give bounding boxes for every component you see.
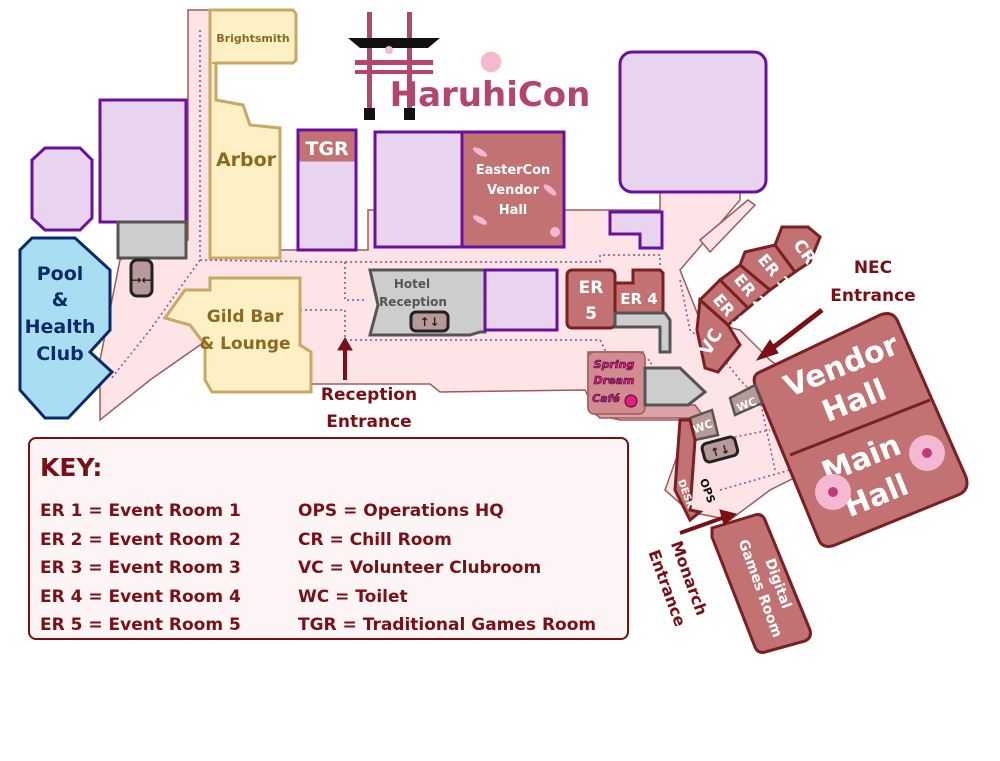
key-column-event-rooms: ER 1 = Event Room 1 ER 2 = Event Room 2 … [40,497,241,640]
lift-icon [409,310,450,333]
walkway-7 [719,429,771,441]
eastercon-label-3: Hall [499,203,528,218]
key-entry: ER 4 = Event Room 4 [40,586,241,607]
key-entry: ER 5 = Event Room 5 [40,615,241,635]
service-area-grey [116,220,188,260]
pool-label-4: Club [36,343,84,365]
key-entry: WC = Toilet [298,586,408,607]
room-brightsmith-arbor [208,8,298,260]
lift-icon [700,435,740,464]
key-entry: CR = Chill Room [298,529,452,550]
map-key: KEY: ER 1 = Event Room 1 ER 2 = Event Ro… [28,437,629,640]
key-entry: ER 1 = Event Room 1 [40,501,241,521]
wc-south-label: WC [691,417,714,436]
torii-beam [348,38,440,48]
blossom-icon [385,46,393,54]
pool-label-1: Pool [37,263,84,285]
key-entry: OPS = Operations HQ [298,501,504,521]
key-entry: VC = Volunteer Clubroom [298,558,542,578]
blossom-center [828,487,838,497]
petal-icon [472,147,488,157]
blossom-icon [480,51,502,73]
room-desk[interactable] [673,418,704,523]
hotel-reception-label-1: Hotel [394,277,430,291]
lift-glyph: ↑↓ [709,442,732,461]
cafe-label-1: Spring [594,358,635,371]
pool-label-3: Health [25,316,96,338]
nec-entrance-label-2: Entrance [830,286,915,306]
er4-label: ER 4 [620,290,657,308]
entrance-arrow-shaft [768,308,824,352]
walkway-4 [344,262,365,301]
walkway-3 [300,309,346,360]
key-entry: ER 2 = Event Room 2 [40,529,241,550]
room-gild-bar-lounge [162,276,313,394]
petal-icon [550,227,560,237]
hotel-reception-label-2: Reception [379,295,447,309]
eastercon-label-1: EasterCon [476,163,551,178]
room-vendor-main-hall[interactable] [752,312,969,548]
brightsmith-label: Brightsmith [216,32,289,45]
room-wc-east[interactable] [728,383,764,417]
key-entry: TGR = Traditional Games Room [298,615,597,635]
key-entry: ER 3 = Event Room 3 [40,558,241,578]
lift-glyph: ↑↓ [419,315,439,329]
key-title: KEY: [40,453,103,482]
service-area-cafe [643,366,708,407]
room-lilac-northeast [618,50,768,194]
gild-bar-label-2: & Lounge [199,334,290,354]
reception-entrance[interactable]: Reception Entrance [321,337,417,432]
room-lilac-reception-adjacent [483,268,559,332]
room-vc[interactable] [695,296,742,374]
pool-label-2: & [52,289,69,311]
petal-icon [472,215,488,225]
haruhicon-logo: HaruhiCon [348,12,590,120]
nec-entrance[interactable]: NEC Entrance [755,258,916,361]
hall-divider [789,398,931,457]
room-lilac-small [608,210,664,250]
escalator-icon [129,258,154,298]
room-er1[interactable] [738,243,798,292]
logo-text: HaruhiCon [390,75,591,115]
entrance-arrow-icon [755,339,779,361]
reception-entrance-label-2: Entrance [326,412,411,432]
room-digital-games[interactable] [710,513,812,654]
walkway-2 [109,259,201,381]
room-pool-health-club [18,236,115,420]
entrance-arrow-icon [337,337,353,351]
torii-crossbar [355,60,433,65]
blossom-icon [624,394,638,408]
cafe-label-3: Café [592,392,620,405]
torii-crossbar [355,70,433,74]
eastercon-label-2: Vendor [487,183,540,198]
arbor-label: Arbor [216,149,277,171]
nec-entrance-label-1: NEC [854,258,892,278]
walkway-6 [679,279,776,471]
er5-label-2: 5 [585,304,597,324]
cafe-label-2: Dream [594,374,635,387]
east-wing-rooms: CR ER 1 ER 2 ER 3 VC [695,225,822,374]
escalator-glyph: →← [131,273,151,287]
torii-base [364,108,375,120]
main-halls: Vendor Hall Main Hall [752,312,969,548]
walkway-8 [719,469,791,491]
reception-entrance-label-1: Reception [321,385,417,405]
room-lilac-west [98,98,188,224]
tgr-header [299,131,355,162]
key-column-other-rooms: OPS = Operations HQ CR = Chill Room VC =… [298,497,596,640]
room-lilac-center [373,130,464,249]
blossom-center [922,448,932,458]
torii-base [404,108,415,120]
room-octagon-lilac [30,146,94,232]
service-corridor [698,199,757,254]
entrance-arrow-shaft [679,515,726,535]
er5-label-1: ER [579,278,604,298]
gild-bar-label-1: Gild Bar [207,307,284,327]
petal-icon [543,184,557,196]
entrance-arrow-icon [719,509,738,526]
tgr-label: TGR [305,138,349,160]
service-area-er4 [613,311,672,354]
